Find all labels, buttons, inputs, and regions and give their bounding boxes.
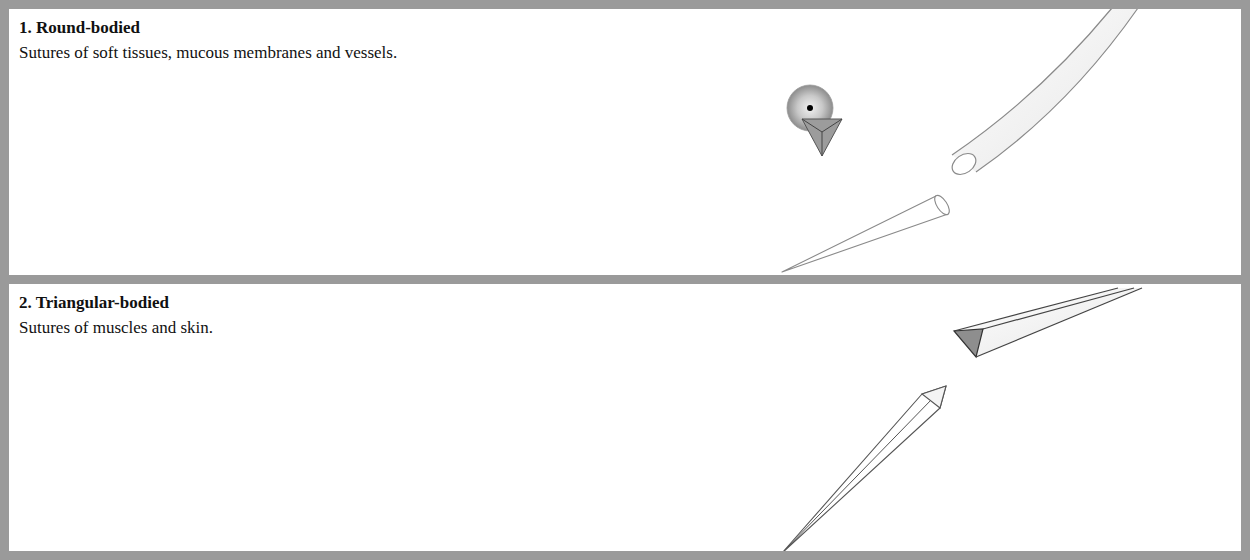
triangular-needle-point	[782, 386, 946, 553]
needle-type-panel: 1. Round-bodiedSutures of soft tissues, …	[0, 0, 1250, 284]
panel-description: Sutures of muscles and skin.	[19, 317, 529, 340]
panel-heading: 1. Round-bodied	[19, 17, 529, 40]
round-needle-shaft	[948, 8, 1138, 179]
needle-type-panel: 2. Triangular-bodiedSutures of muscles a…	[0, 275, 1250, 560]
triangular-needle-shaft	[954, 288, 1142, 357]
panel-description: Sutures of soft tissues, mucous membrane…	[19, 42, 529, 65]
round-needle-point	[782, 193, 952, 272]
panel-heading: 2. Triangular-bodied	[19, 292, 529, 315]
triangular-cross-section	[802, 119, 842, 156]
